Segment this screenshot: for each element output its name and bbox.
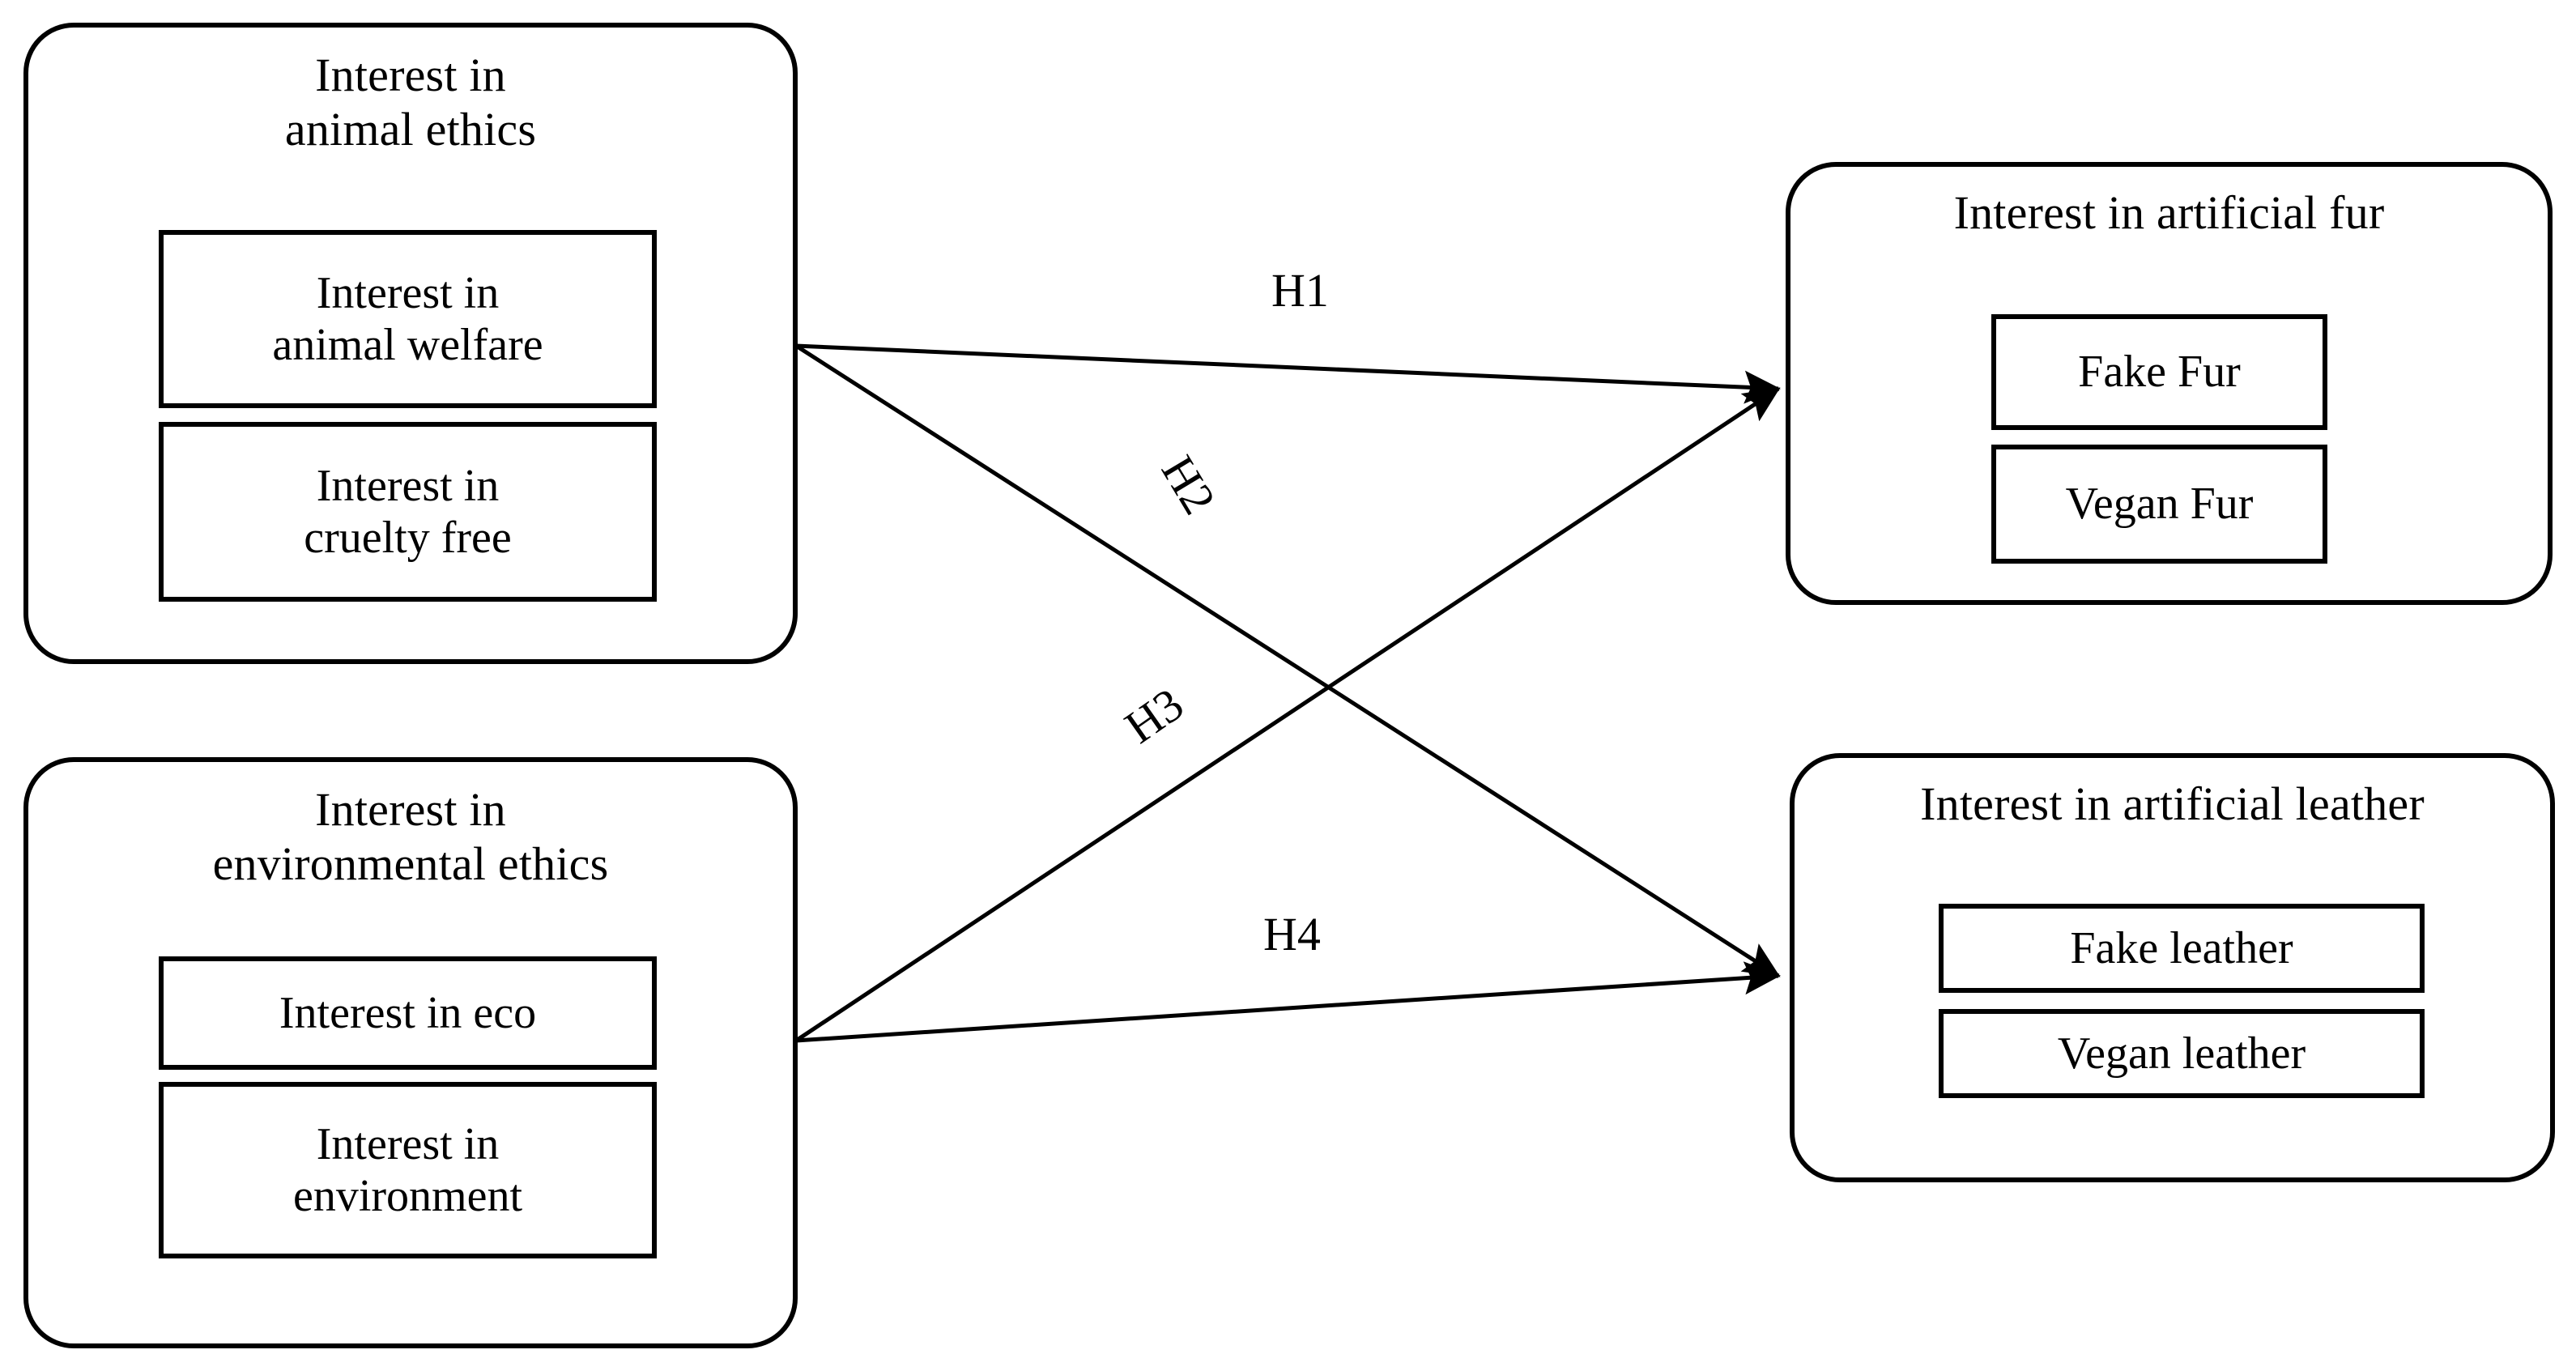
construct-title-artificial-fur: Interest in artificial fur — [1953, 186, 2385, 239]
indicator-animal-welfare: Interest in animal welfare — [159, 230, 657, 408]
construct-animal-ethics: Interest in animal ethics Interest in an… — [23, 23, 798, 664]
indicator-label-eco: Interest in eco — [279, 987, 537, 1038]
indicator-vegan-leather: Vegan leather — [1939, 1009, 2425, 1098]
construct-artificial-leather: Interest in artificial leather Fake leat… — [1790, 753, 2555, 1182]
indicator-eco: Interest in eco — [159, 956, 657, 1070]
indicator-label-environment: Interest in environment — [292, 1118, 523, 1221]
hypothesis-label-h4: H4 — [1263, 908, 1321, 960]
indicator-label-fake-leather: Fake leather — [2070, 922, 2293, 973]
indicator-cruelty-free: Interest in cruelty free — [159, 422, 657, 602]
arrow-h1 — [795, 343, 1781, 404]
construct-title-environmental-ethics: Interest in environmental ethics — [212, 783, 609, 890]
hypothesis-label-h1: H1 — [1271, 264, 1329, 317]
hypothesis-label-h2: H2 — [1151, 446, 1226, 523]
construct-environmental-ethics: Interest in environmental ethics Interes… — [23, 757, 798, 1348]
indicator-label-vegan-leather: Vegan leather — [2057, 1028, 2306, 1079]
construct-artificial-fur: Interest in artificial fur Fake Fur Vega… — [1786, 162, 2553, 605]
hypothesis-label-h3: H3 — [1115, 677, 1193, 754]
indicator-label-animal-welfare: Interest in animal welfare — [272, 267, 543, 370]
indicator-fake-leather: Fake leather — [1939, 904, 2425, 993]
indicator-environment: Interest in environment — [159, 1082, 657, 1258]
construct-title-artificial-leather: Interest in artificial leather — [1920, 777, 2425, 830]
indicator-label-vegan-fur: Vegan Fur — [2065, 479, 2254, 530]
indicator-fake-fur: Fake Fur — [1991, 314, 2327, 430]
indicator-label-cruelty-free: Interest in cruelty free — [304, 460, 512, 563]
arrow-h2 — [794, 343, 1781, 978]
indicator-vegan-fur: Vegan Fur — [1991, 445, 2327, 564]
arrow-h4 — [795, 961, 1781, 1043]
indicator-label-fake-fur: Fake Fur — [2078, 347, 2241, 398]
construct-title-animal-ethics: Interest in animal ethics — [284, 49, 537, 155]
